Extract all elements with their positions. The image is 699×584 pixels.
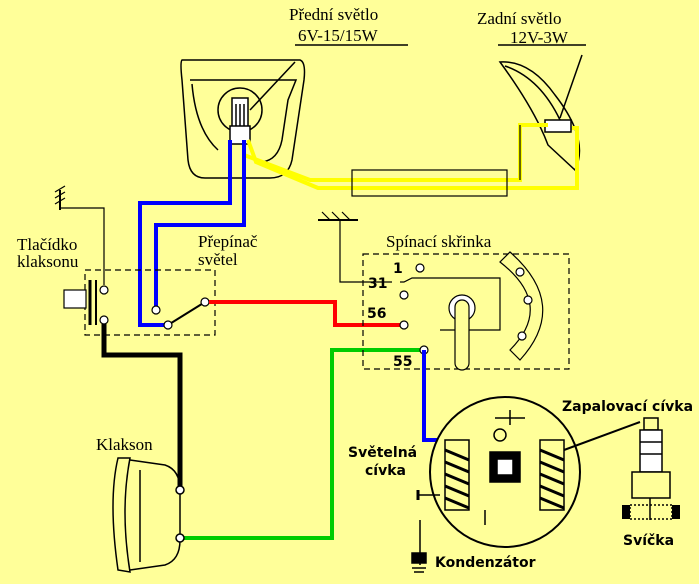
black-wire-horn: [101, 324, 183, 490]
headlight-title: Přední světlo: [289, 5, 379, 24]
horn-button-label-2: klaksonu: [17, 252, 79, 271]
taillight: [498, 44, 586, 172]
terminal-1: 1: [393, 261, 403, 277]
blue-wire-headlight: [138, 140, 246, 327]
cable-sleeve: [351, 125, 521, 197]
terminal-56: 56: [367, 306, 387, 322]
terminal-31: 31: [368, 276, 388, 292]
spark-plug: [622, 417, 680, 520]
red-wire: [209, 300, 400, 327]
ignition-coil-label: Zapalovací cívka: [562, 399, 694, 415]
terminal-55: 55: [393, 354, 413, 370]
light-coil-label-2: cívka: [365, 463, 406, 479]
condenser-label: Kondenzátor: [435, 555, 536, 571]
light-switch-label-2: světel: [198, 250, 238, 269]
horn-button-label-1: Tlačídko: [17, 235, 78, 254]
magneto: [416, 396, 641, 565]
switch-box-label: Spínací skřinka: [386, 232, 492, 251]
ignition-switch: [318, 211, 570, 371]
horn-label: Klakson: [96, 435, 153, 454]
light-switch-label-1: Přepínač: [198, 232, 258, 251]
taillight-spec: 12V-3W: [510, 28, 568, 47]
control-box: [54, 185, 216, 336]
headlight: [180, 44, 408, 179]
green-wire: [180, 348, 424, 540]
horn: [112, 457, 185, 573]
taillight-title: Zadní světlo: [477, 9, 562, 28]
condenser: [411, 552, 427, 573]
spark-plug-label: Svíčka: [623, 533, 675, 549]
light-coil-label-1: Světelná: [348, 445, 418, 461]
headlight-spec: 6V-15/15W: [298, 26, 378, 45]
